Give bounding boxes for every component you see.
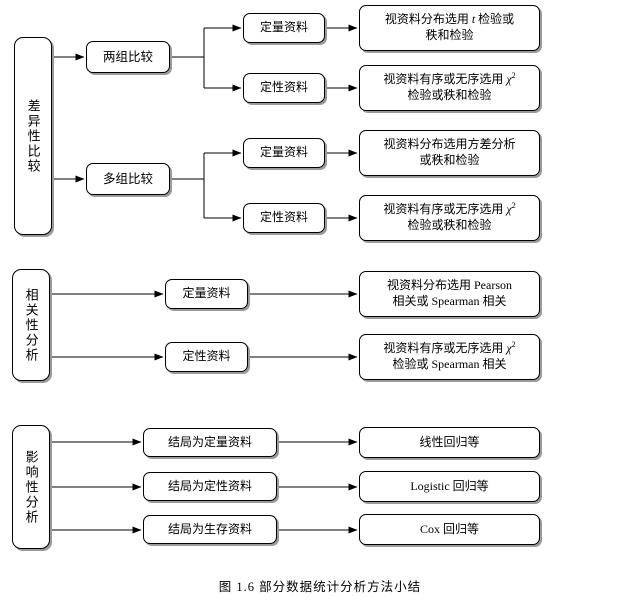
branch-two-group-comparison[interactable]: 两组比较 <box>86 41 170 73</box>
leaf-outcome-qualitative-label: 结局为定性资料 <box>167 478 252 493</box>
branch-multi-group-label: 多组比较 <box>102 171 153 186</box>
leaf-two-group-quantitative-label: 定量资料 <box>259 20 308 35</box>
result-multi-group-qualitative[interactable]: 视资料有序或无序选用 χ2 检验或秩和检验 <box>359 195 540 241</box>
category-difference-comparison[interactable]: 差异性比较 <box>14 37 52 235</box>
result-linear-regression-text: 线性回归等 <box>419 434 480 449</box>
leaf-outcome-quantitative[interactable]: 结局为定量资料 <box>143 428 277 457</box>
leaf-correlation-qualitative[interactable]: 定性资料 <box>165 342 248 372</box>
result-correlation-quantitative[interactable]: 视资料分布选用 Pearson 相关或 Spearman 相关 <box>359 271 540 317</box>
chi-square-symbol: χ <box>506 202 512 217</box>
category-influence-label: 影响性分析 <box>23 449 39 525</box>
result-multi-group-qualitative-text: 视资料有序或无序选用 χ2 检验或秩和检验 <box>383 201 516 232</box>
category-correlation-analysis[interactable]: 相关性分析 <box>12 269 50 381</box>
leaf-correlation-qualitative-label: 定性资料 <box>182 349 231 364</box>
branch-two-group-label: 两组比较 <box>102 49 153 64</box>
result-logistic-regression-text: Logistic 回归等 <box>410 478 489 493</box>
leaf-multi-group-quantitative[interactable]: 定量资料 <box>243 138 325 168</box>
leaf-outcome-survival-label: 结局为生存资料 <box>167 521 252 536</box>
chi-square-exponent: 2 <box>511 201 516 211</box>
result-linear-regression[interactable]: 线性回归等 <box>359 427 540 458</box>
category-influence-analysis[interactable]: 影响性分析 <box>12 425 50 549</box>
result-cox-regression[interactable]: Cox 回归等 <box>359 514 540 545</box>
leaf-two-group-qualitative-label: 定性资料 <box>259 80 308 95</box>
leaf-multi-group-quantitative-label: 定量资料 <box>259 145 308 160</box>
leaf-correlation-quantitative-label: 定量资料 <box>182 286 231 301</box>
result-two-group-qualitative-text: 视资料有序或无序选用 χ2 检验或秩和检验 <box>383 71 516 102</box>
result-correlation-qualitative[interactable]: 视资料有序或无序选用 χ2 检验或 Spearman 相关 <box>359 334 540 380</box>
chi-square-symbol: χ <box>506 341 512 356</box>
leaf-two-group-qualitative[interactable]: 定性资料 <box>243 73 325 103</box>
result-correlation-qualitative-text: 视资料有序或无序选用 χ2 检验或 Spearman 相关 <box>383 340 516 371</box>
leaf-outcome-qualitative[interactable]: 结局为定性资料 <box>143 472 277 501</box>
result-logistic-regression[interactable]: Logistic 回归等 <box>359 471 540 502</box>
leaf-two-group-quantitative[interactable]: 定量资料 <box>243 13 325 43</box>
leaf-multi-group-qualitative-label: 定性资料 <box>259 210 308 225</box>
result-two-group-quantitative[interactable]: 视资料分布选用 t 检验或 秩和检验 <box>359 5 540 51</box>
figure-caption: 图 1.6 部分数据统计分析方法小结 <box>218 580 422 594</box>
category-difference-label: 差异性比较 <box>25 98 41 174</box>
result-multi-group-quantitative-text: 视资料分布选用方差分析 或秩和检验 <box>383 137 516 167</box>
result-two-group-quantitative-text: 视资料分布选用 t 检验或 秩和检验 <box>384 12 515 42</box>
result-two-group-qualitative[interactable]: 视资料有序或无序选用 χ2 检验或秩和检验 <box>359 65 540 111</box>
result-multi-group-quantitative[interactable]: 视资料分布选用方差分析 或秩和检验 <box>359 130 540 176</box>
result-cox-regression-text: Cox 回归等 <box>419 521 479 536</box>
leaf-correlation-quantitative[interactable]: 定量资料 <box>165 279 248 309</box>
leaf-outcome-survival[interactable]: 结局为生存资料 <box>143 515 277 544</box>
chi-square-symbol: χ <box>506 72 512 87</box>
branch-multi-group-comparison[interactable]: 多组比较 <box>86 163 170 195</box>
t-statistic-symbol: t <box>471 12 476 27</box>
result-correlation-quantitative-text: 视资料分布选用 Pearson 相关或 Spearman 相关 <box>387 278 512 308</box>
category-correlation-label: 相关性分析 <box>23 287 39 363</box>
leaf-outcome-quantitative-label: 结局为定量资料 <box>167 434 252 449</box>
leaf-multi-group-qualitative[interactable]: 定性资料 <box>243 203 325 233</box>
chi-square-exponent: 2 <box>511 71 516 81</box>
chi-square-exponent: 2 <box>511 340 516 350</box>
